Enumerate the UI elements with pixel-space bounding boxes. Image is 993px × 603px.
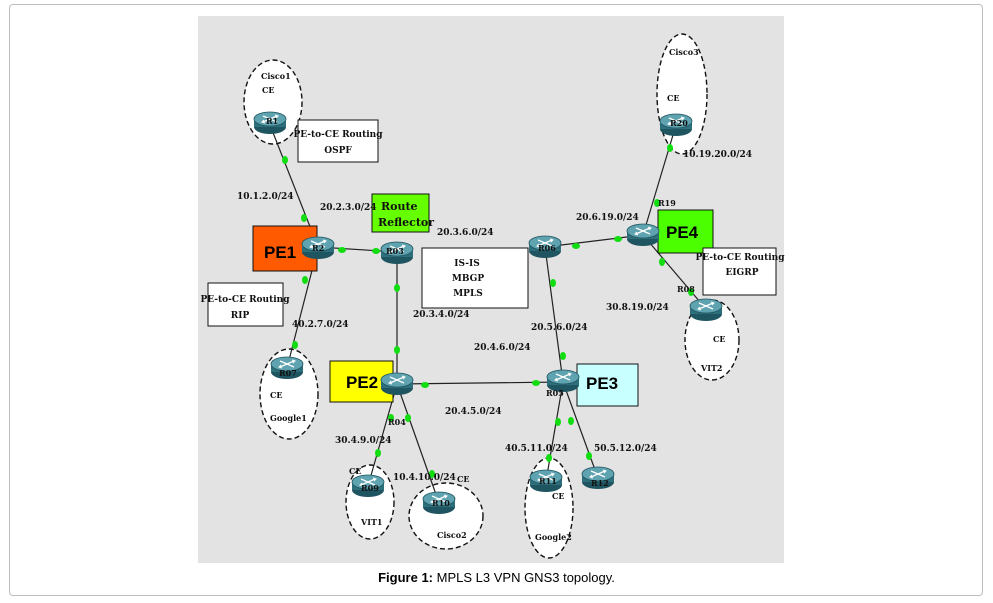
link-r19-r20 xyxy=(642,124,677,236)
link-r19-r08 xyxy=(642,234,707,310)
svg-text:R2: R2 xyxy=(312,243,324,253)
router-r19 xyxy=(626,223,660,247)
pe3-tag: PE3 xyxy=(576,363,639,407)
svg-text:VIT2: VIT2 xyxy=(700,363,722,373)
svg-text:R20: R20 xyxy=(670,118,688,128)
subnet-40-2-7: 40.2.7.0/24 xyxy=(292,320,349,330)
pe2-label: PE2 xyxy=(346,373,378,392)
svg-text:CE: CE xyxy=(552,491,564,501)
link-r06-r05 xyxy=(544,246,564,383)
svg-text:R19: R19 xyxy=(658,198,676,208)
svg-text:EIGRP: EIGRP xyxy=(725,268,758,278)
router-labels: R1 R2 R03 R06 R19 R20 R08 R07 R04 R05 R0… xyxy=(266,116,695,508)
route-reflector-line1: Route xyxy=(381,200,418,213)
caption-prefix: Figure 1: xyxy=(378,570,434,585)
svg-text:CE: CE xyxy=(270,390,282,400)
svg-text:Cisco2: Cisco2 xyxy=(437,530,467,540)
svg-text:R09: R09 xyxy=(361,483,379,493)
router-r04 xyxy=(380,372,414,396)
svg-text:Google1: Google1 xyxy=(270,413,307,423)
subnet-20-6-19: 20.6.19.0/24 xyxy=(576,213,639,223)
svg-text:R10: R10 xyxy=(432,498,450,508)
svg-text:Cisco3: Cisco3 xyxy=(669,47,699,57)
link-r04-r10 xyxy=(396,383,440,504)
link-r05-r12 xyxy=(562,381,599,479)
subnet-40-5-11: 40.5.11.0/24 xyxy=(505,444,568,454)
caption-text: MPLS L3 VPN GNS3 topology. xyxy=(436,570,615,585)
subnet-10-4-10: 10.4.10.0/24 xyxy=(393,473,456,483)
svg-text:Cisco1: Cisco1 xyxy=(261,71,291,81)
routing-box-ospf: PE-to-CE Routing OSPF xyxy=(293,119,383,163)
svg-text:VIT1: VIT1 xyxy=(360,517,382,527)
svg-text:OSPF: OSPF xyxy=(324,146,352,156)
core-protocol-mbgp: MBGP xyxy=(452,274,484,284)
subnet-10-1-2: 10.1.2.0/24 xyxy=(237,192,294,202)
core-protocol-isis: IS-IS xyxy=(454,259,479,269)
svg-text:R06: R06 xyxy=(538,243,556,253)
subnet-20-4-6: 20.4.6.0/24 xyxy=(474,343,531,353)
svg-text:PE-to-CE Routing: PE-to-CE Routing xyxy=(695,253,785,263)
link-r06-r19 xyxy=(544,234,644,248)
svg-text:CE: CE xyxy=(262,85,274,95)
subnet-20-5-6: 20.5.6.0/24 xyxy=(531,323,588,333)
routing-box-rip: PE-to-CE Routing RIP xyxy=(200,282,290,327)
routing-box-eigrp: PE-to-CE Routing EIGRP xyxy=(695,247,785,296)
router-r08 xyxy=(689,298,723,322)
link-dots xyxy=(282,144,694,478)
subnet-20-3-4: 20.3.4.0/24 xyxy=(413,310,470,320)
link-r05-r11 xyxy=(545,381,564,482)
core-protocol-mpls: MPLS xyxy=(453,289,483,299)
svg-text:R11: R11 xyxy=(539,476,557,486)
subnet-30-4-9: 30.4.9.0/24 xyxy=(335,436,392,446)
site-labels: Cisco1 CE Cisco3 CE CE VIT2 CE Google1 C… xyxy=(261,47,725,542)
svg-text:R07: R07 xyxy=(279,368,297,378)
svg-text:CE: CE xyxy=(667,93,679,103)
subnet-labels: 10.1.2.0/24 20.2.3.0/24 20.3.6.0/24 20.6… xyxy=(237,150,752,483)
svg-text:CE: CE xyxy=(349,466,361,476)
svg-text:R05: R05 xyxy=(546,388,564,398)
svg-text:R12: R12 xyxy=(591,478,609,488)
svg-text:R1: R1 xyxy=(266,116,278,126)
subnet-50-5-12: 50.5.12.0/24 xyxy=(594,444,657,454)
pe4-tag: PE4 xyxy=(657,209,714,254)
svg-text:PE-to-CE Routing: PE-to-CE Routing xyxy=(293,130,383,140)
svg-text:PE-to-CE Routing: PE-to-CE Routing xyxy=(200,295,290,305)
route-reflector-box: Route Reflector xyxy=(371,193,434,233)
pe4-label: PE4 xyxy=(666,223,699,242)
subnet-10-19-20: 10.19.20.0/24 xyxy=(683,150,752,160)
subnet-20-3-6: 20.3.6.0/24 xyxy=(437,228,494,238)
pe1-label: PE1 xyxy=(264,243,296,262)
figure-caption: Figure 1: MPLS L3 VPN GNS3 topology. xyxy=(0,570,993,585)
svg-text:Google2: Google2 xyxy=(535,532,572,542)
svg-text:CE: CE xyxy=(457,474,469,484)
subnet-20-2-3: 20.2.3.0/24 xyxy=(320,203,377,213)
svg-text:R03: R03 xyxy=(386,246,404,256)
pe3-label: PE3 xyxy=(586,374,618,393)
svg-text:CE: CE xyxy=(713,334,725,344)
core-protocols-box: IS-IS MBGP MPLS xyxy=(421,247,529,309)
svg-text:RIP: RIP xyxy=(231,311,250,321)
subnet-20-4-5: 20.4.5.0/24 xyxy=(445,407,502,417)
route-reflector-line2: Reflector xyxy=(378,216,434,229)
svg-text:R08: R08 xyxy=(677,284,695,294)
svg-text:R04: R04 xyxy=(388,417,406,427)
subnet-30-8-19: 30.8.19.0/24 xyxy=(606,303,669,313)
